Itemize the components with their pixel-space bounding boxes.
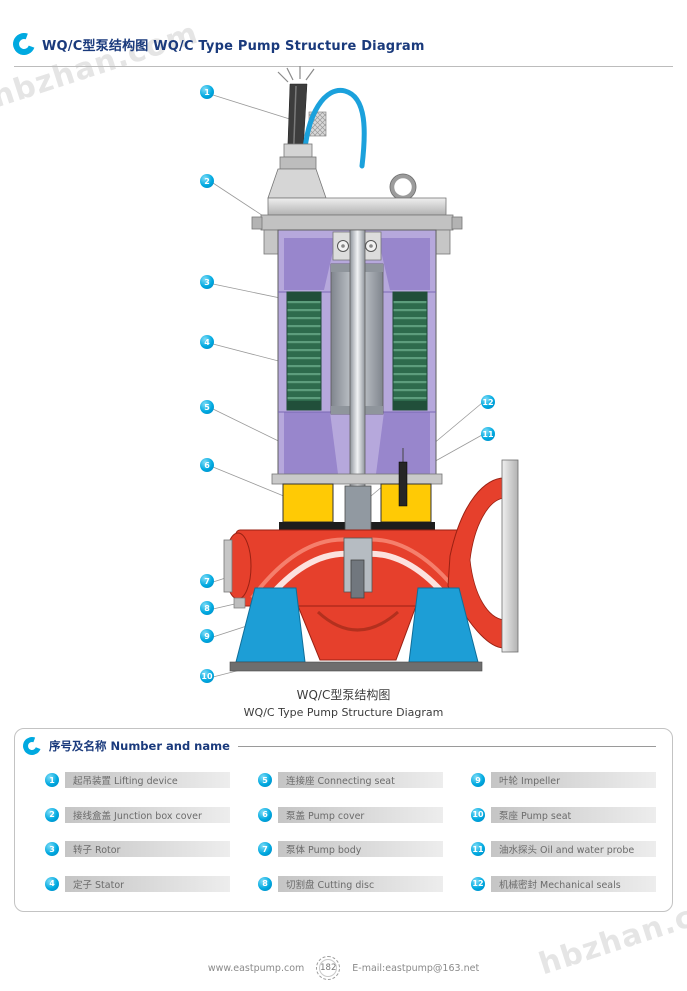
- cutting-disc: [350, 559, 365, 599]
- page-number-badge: 182: [316, 956, 341, 980]
- legend-item: 7 泵体 Pump body: [258, 838, 443, 861]
- legend-item-label: 起吊装置 Lifting device: [65, 772, 230, 789]
- page-title: WQ/C型泵结构图 WQ/C Type Pump Structure Diagr…: [42, 38, 425, 54]
- legend-panel: 序号及名称 Number and name 1 起吊装置 Lifting dev…: [14, 728, 673, 912]
- footer-website: www.eastpump.com: [207, 962, 305, 974]
- header-divider: [14, 66, 673, 67]
- legend-item-number: 12: [471, 876, 485, 891]
- legend-item-number: 7: [258, 842, 272, 857]
- legend-item-label: 切割盘 Cutting disc: [278, 875, 443, 892]
- brand-c-icon: [20, 734, 44, 758]
- legend-item-number: 8: [258, 876, 272, 891]
- pump-body: [223, 529, 471, 661]
- callout-11: 11: [481, 427, 495, 441]
- legend-item-label: 连接座 Connecting seat: [278, 772, 443, 789]
- page-header: WQ/C型泵结构图 WQ/C Type Pump Structure Diagr…: [9, 29, 425, 59]
- legend-item-label: 泵座 Pump seat: [491, 806, 656, 823]
- legend-item-label: 油水探头 Oil and water probe: [491, 841, 656, 858]
- legend-item-label: 机械密封 Mechanical seals: [491, 875, 656, 892]
- motor-top-cover: [251, 197, 463, 255]
- legend-item: 1 起吊装置 Lifting device: [45, 769, 230, 792]
- diagram-caption-en: WQ/C Type Pump Structure Diagram: [243, 706, 444, 719]
- oil-chamber: [279, 448, 435, 535]
- pump-seat: [229, 587, 483, 672]
- legend-item-number: 11: [471, 842, 485, 857]
- callout-2: 2: [200, 174, 214, 188]
- legend-item: 12 机械密封 Mechanical seals: [471, 873, 656, 896]
- callout-3: 3: [200, 275, 214, 289]
- legend-item-number: 4: [45, 876, 59, 891]
- mechanical-seal: [344, 485, 372, 535]
- callout-9: 9: [200, 629, 214, 643]
- connecting-seat: [271, 473, 443, 485]
- callout-6: 6: [200, 458, 214, 472]
- legend-header: 序号及名称 Number and name: [20, 734, 656, 758]
- legend-item-label: 泵体 Pump body: [278, 841, 443, 858]
- footer-email: E-mail:eastpump@163.net: [352, 962, 480, 974]
- legend-item-label: 定子 Stator: [65, 875, 230, 892]
- legend-header-divider: [237, 745, 656, 747]
- callout-1: 1: [200, 85, 214, 99]
- legend-item: 6 泵盖 Pump cover: [258, 804, 443, 827]
- callout-10: 10: [200, 669, 214, 683]
- oil-water-probe: [398, 461, 408, 507]
- callout-7: 7: [200, 574, 214, 588]
- legend-item: 3 转子 Rotor: [45, 838, 230, 861]
- legend-item-label: 转子 Rotor: [65, 841, 230, 858]
- legend-item: 11 油水探头 Oil and water probe: [471, 838, 656, 861]
- callout-4: 4: [200, 335, 214, 349]
- legend-item: 5 连接座 Connecting seat: [258, 769, 443, 792]
- legend-item: 10 泵座 Pump seat: [471, 804, 656, 827]
- legend-item: 4 定子 Stator: [45, 873, 230, 896]
- page-footer: www.eastpump.com 182 E-mail:eastpump@163…: [0, 956, 687, 980]
- callout-8: 8: [200, 601, 214, 615]
- legend-grid: 1 起吊装置 Lifting device 2 接线盒盖 Junction bo…: [45, 769, 656, 895]
- junction-box-cover: [267, 143, 327, 199]
- legend-title: 序号及名称 Number and name: [49, 739, 230, 753]
- stator-windings: [286, 291, 428, 411]
- legend-item-label: 泵盖 Pump cover: [278, 806, 443, 823]
- legend-item: 8 切割盘 Cutting disc: [258, 873, 443, 896]
- legend-item-number: 5: [258, 773, 272, 788]
- legend-item-number: 2: [45, 807, 59, 822]
- legend-item-number: 3: [45, 842, 59, 857]
- legend-item-number: 10: [471, 807, 485, 822]
- diagram-caption-zh: WQ/C型泵结构图: [296, 688, 391, 702]
- legend-item-label: 接线盒盖 Junction box cover: [65, 806, 230, 823]
- callout-5: 5: [200, 400, 214, 414]
- legend-item-label: 叶轮 Impeller: [491, 772, 656, 789]
- legend-item-number: 1: [45, 773, 59, 788]
- legend-item-number: 9: [471, 773, 485, 788]
- legend-item: 2 接线盒盖 Junction box cover: [45, 804, 230, 827]
- legend-item: 9 叶轮 Impeller: [471, 769, 656, 792]
- blue-cable: [301, 87, 367, 169]
- legend-item-number: 6: [258, 807, 272, 822]
- callout-12: 12: [481, 395, 495, 409]
